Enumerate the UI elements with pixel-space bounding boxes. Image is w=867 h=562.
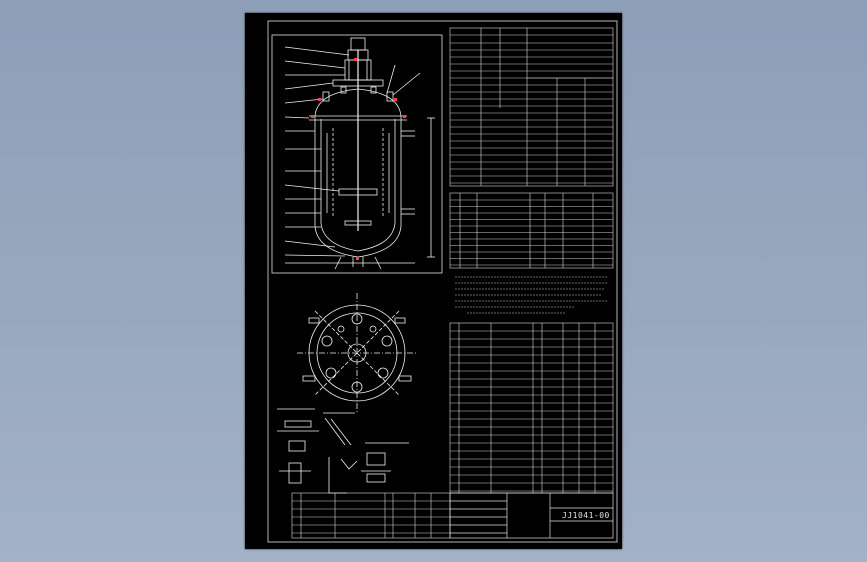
detail-views <box>277 408 409 494</box>
bottom-parts-table <box>291 492 451 539</box>
plan-view <box>297 293 417 413</box>
motor <box>350 37 366 51</box>
technical-characteristics-table <box>449 27 614 187</box>
drawing-border <box>267 20 618 543</box>
reactor-elevation-view <box>284 37 435 270</box>
bottom-parts-rows <box>292 500 450 534</box>
vessel-wall <box>320 119 396 252</box>
drawing-sheet: JJ1041-00 <box>245 13 622 549</box>
title-block <box>449 492 614 539</box>
nozzle-table-rows <box>450 199 613 266</box>
reactor-assembly-drawing <box>267 20 618 543</box>
agitator-blade <box>338 188 378 196</box>
nozzle-table <box>449 192 614 269</box>
parts-list-rows <box>450 330 613 492</box>
drawing-number: JJ1041-00 <box>562 511 610 520</box>
parts-list-table <box>449 322 614 494</box>
spec-table-rows <box>450 49 613 184</box>
lower-impeller <box>344 220 372 226</box>
elevation-view-frame <box>271 34 443 274</box>
technical-notes <box>455 276 607 314</box>
